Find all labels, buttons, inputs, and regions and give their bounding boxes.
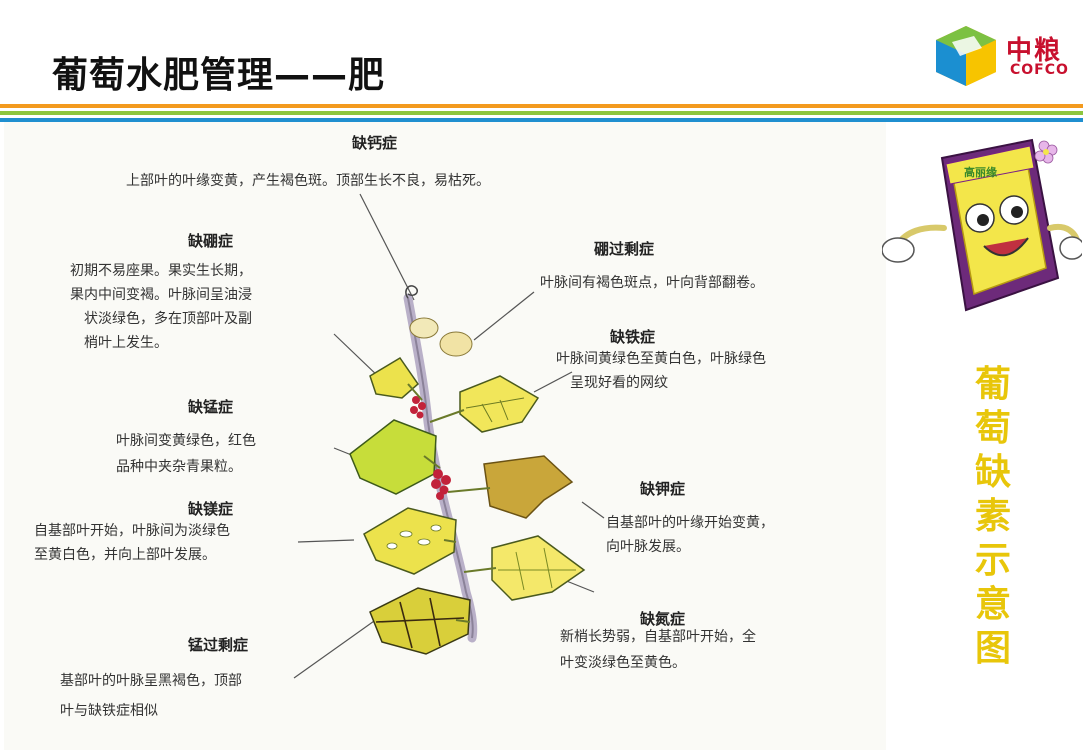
text-b-4: 梢叶上发生。 [84, 335, 168, 351]
leaf-top-2 [439, 331, 473, 357]
pointer-ca [359, 193, 415, 301]
leaf-b [369, 356, 419, 399]
side-title: 葡萄缺素示意图 [974, 363, 1011, 669]
pointer-k [581, 501, 605, 519]
text-b-excess-1: 叶脉间有褐色斑点，叶向背部翻卷。 [540, 275, 764, 291]
pointer-mg [297, 539, 355, 543]
leaf-mn-excess [369, 587, 471, 655]
cofco-logo: 中粮 COFCO [930, 22, 1080, 92]
pointer-mn-excess [293, 613, 385, 679]
text-ca-1: 上部叶的叶缘变黄，产生褐色斑。顶部生长不良，易枯死。 [126, 173, 490, 189]
grape-cluster-1 [410, 396, 426, 419]
text-n-2: 叶变淡绿色至黄色。 [560, 655, 686, 671]
grape-vine-illustration [293, 193, 605, 679]
text-b-1: 初期不易座果。果实生长期， [70, 263, 252, 279]
heading-ca: 缺钙症 [352, 134, 398, 152]
mascot-label: 高丽缘 [964, 165, 997, 179]
text-mn-2: 品种中夹杂青果粒。 [116, 459, 242, 475]
text-fe-2: 呈现好看的网纹 [570, 375, 668, 391]
text-n-1: 新梢长势弱，自基部叶开始，全 [560, 629, 756, 645]
text-mn-excess-1: 基部叶的叶脉呈黑褐色，顶部 [60, 673, 242, 689]
heading-mn: 缺锰症 [188, 398, 234, 416]
text-mn-1: 叶脉间变黄绿色，红色 [116, 433, 256, 449]
text-k-1: 自基部叶的叶缘开始变黄， [606, 515, 774, 531]
header-stripes [0, 104, 1083, 124]
logo-english: COFCO [1010, 62, 1069, 78]
heading-b: 缺硼症 [188, 232, 234, 250]
pointer-n [563, 579, 595, 593]
text-k-2: 向叶脉发展。 [606, 539, 690, 555]
page-title: 葡萄水肥管理——肥 [52, 55, 386, 96]
cofco-cube-icon [936, 26, 996, 86]
text-mg-1: 自基部叶开始，叶脉间为淡绿色 [34, 523, 230, 539]
deficiency-diagram: 缺钙症 上部叶的叶缘变黄，产生褐色斑。顶部生长不良，易枯死。 缺硼症 初期不易座… [4, 122, 886, 750]
mascot-icon: 高丽缘 [881, 128, 1083, 328]
leaf-mg [363, 507, 457, 575]
heading-mn-excess: 锰过剩症 [188, 636, 249, 654]
pointer-b [333, 333, 383, 381]
leaf-fe [459, 375, 540, 433]
text-b-2: 果内中间变褐。叶脉间呈油浸 [70, 287, 252, 303]
heading-b-excess: 硼过剩症 [594, 240, 655, 258]
text-fe-1: 叶脉间黄绿色至黄白色，叶脉绿色 [556, 351, 766, 367]
text-mg-2: 至黄白色，并向上部叶发展。 [34, 547, 216, 563]
pointer-b-excess [473, 291, 535, 341]
tendril [405, 285, 419, 299]
leaf-mn [349, 419, 437, 495]
heading-mg: 缺镁症 [188, 500, 234, 518]
text-b-3: 状淡绿色，多在顶部叶及副 [84, 311, 252, 327]
logo-chinese: 中粮 [1006, 36, 1063, 66]
pointer-fe [533, 371, 573, 393]
grape-cluster-2 [431, 469, 451, 500]
leaf-top-1 [409, 317, 439, 339]
leaf-k [483, 455, 574, 519]
heading-fe: 缺铁症 [610, 328, 656, 346]
heading-k: 缺钾症 [640, 480, 686, 498]
leaf-n [491, 535, 586, 601]
heading-n: 缺氮症 [640, 610, 686, 628]
text-mn-excess-2: 叶与缺铁症相似 [60, 703, 158, 719]
